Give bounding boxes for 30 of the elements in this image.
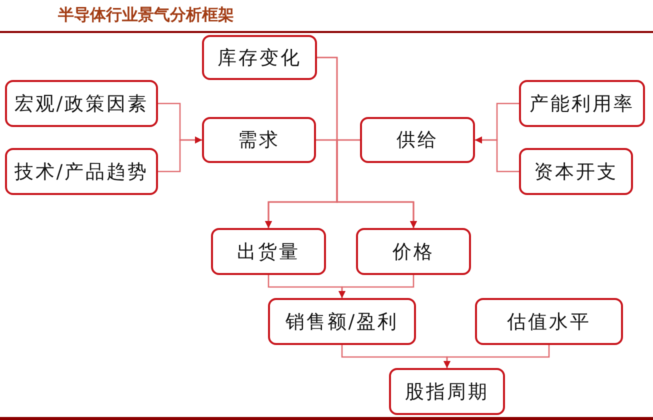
arrow [444,345,550,368]
arrow [158,136,202,172]
node-label: 技术/产品趋势 [14,160,149,184]
process-box [356,228,471,275]
node-label: 供给 [396,128,438,153]
process-box [202,35,317,80]
node-label: 估值水平 [507,310,591,334]
process-box [5,80,158,127]
process-box [519,148,633,195]
node-label: 宏观/政策因素 [14,92,149,116]
node-label: 股指周期 [405,380,489,404]
node-label: 出货量 [237,240,300,264]
process-box [360,117,475,163]
node-label: 资本开支 [534,160,618,184]
node-label: 产能利用率 [530,92,634,116]
node-label: 需求 [238,128,280,153]
process-box [5,148,158,195]
process-box [202,117,316,163]
process-box [519,80,645,127]
process-box [211,228,326,275]
arrow [336,139,417,228]
diagram-title: 半导体行业景气分析框架 [58,5,234,26]
arrow [475,136,519,172]
node-label: 库存变化 [218,46,302,70]
arrow [338,275,414,298]
node-label: 销售额/盈利 [285,310,399,334]
process-box [268,298,416,345]
process-box [389,368,505,415]
process-box [475,298,623,345]
node-label: 价格 [392,240,434,264]
